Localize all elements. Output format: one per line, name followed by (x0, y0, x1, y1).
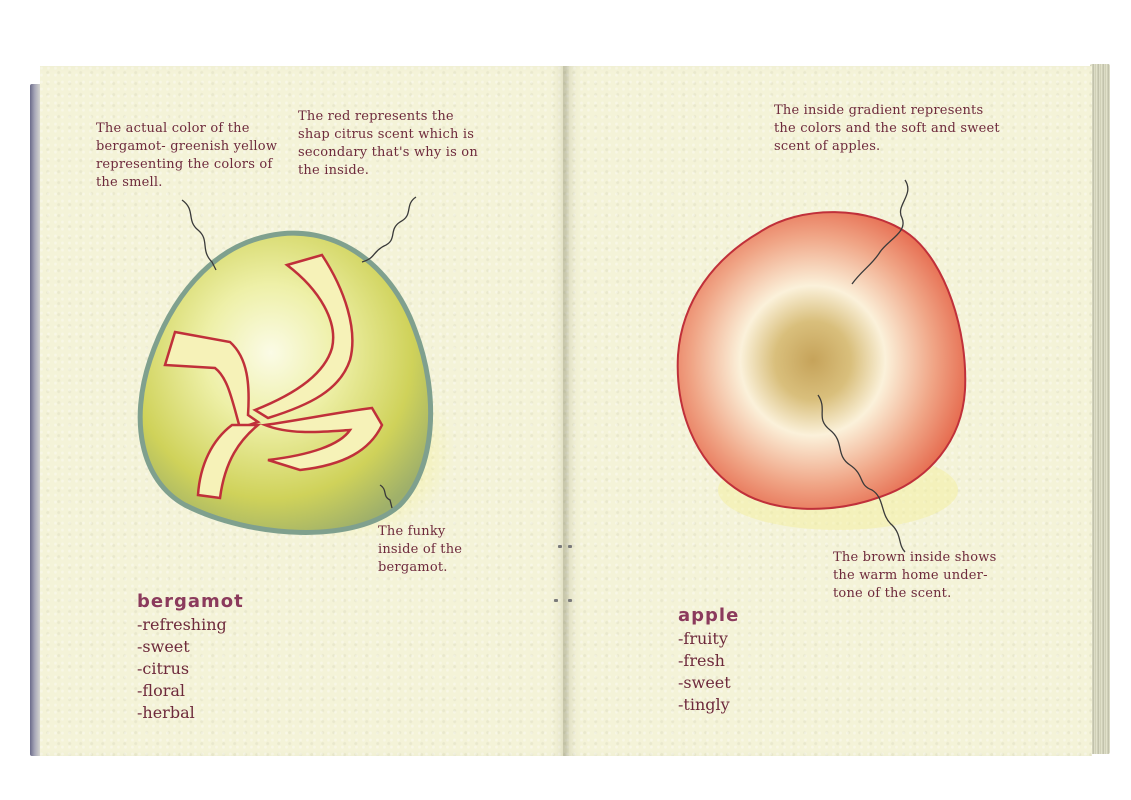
trait-item: -sweet (137, 637, 190, 656)
book-spine (563, 66, 569, 756)
trait-item: -refreshing (137, 615, 227, 634)
note-funky-inside: The funky inside of the bergamot. (378, 524, 463, 575)
note-red-citrus: The red represents the shap citrus scent… (298, 109, 478, 178)
trait-item: -fruity (678, 629, 728, 648)
trait-item: -sweet (678, 673, 731, 692)
bergamot-title: bergamot (137, 591, 244, 612)
left-page (40, 66, 566, 756)
staple (568, 599, 572, 602)
left-page-edges (30, 84, 42, 756)
note-inside-gradient: The inside gradient represents the color… (774, 103, 1000, 154)
staple (558, 545, 562, 548)
staple (554, 599, 558, 602)
trait-item: -tingly (678, 695, 730, 714)
note-brown-inside: The brown inside shows the warm home und… (833, 550, 997, 601)
apple-traits: -fruity -fresh -sweet -tingly (678, 628, 731, 716)
right-page (566, 66, 1092, 756)
trait-item: -fresh (678, 651, 725, 670)
note-bergamot-color: The actual color of the bergamot- greeni… (96, 121, 278, 190)
trait-item: -citrus (137, 659, 190, 678)
right-page-edges (1090, 64, 1110, 754)
trait-item: -herbal (137, 703, 195, 722)
bergamot-traits: -refreshing -sweet -citrus -floral -herb… (137, 614, 227, 724)
trait-item: -floral (137, 681, 186, 700)
apple-title: apple (678, 605, 740, 626)
staple (568, 545, 572, 548)
